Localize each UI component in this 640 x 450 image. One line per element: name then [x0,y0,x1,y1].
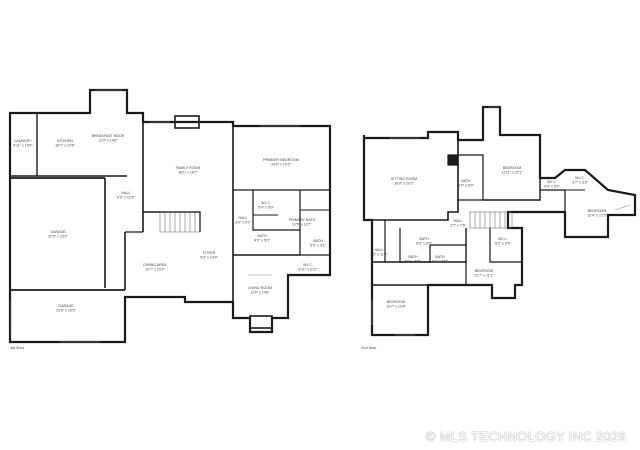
first-floor-plan [8,88,332,344]
room-name-bed4: BEDROOM [387,300,406,304]
room-name-bed1: BEDROOM [503,166,522,170]
room-dims-wic5: 6'2" x 3'9" [495,242,511,246]
room-dims-bath3: 6'0" x 8'0" [458,184,474,188]
room-dims-bath5: 5'1" x 5'8" [405,260,421,264]
room-name-sitting: SITTING ROOM [391,177,417,181]
room-dims-hall2: 3'6" x 9'2" [235,221,251,225]
room-name-primary-bath: PRIMARY BATH [289,218,316,222]
room-name-wic3: W.I.C. [547,180,557,184]
room-dims-garage2: 23'8" x 10'5" [56,309,76,313]
room-dims-bed3: 12'7" x 11'1" [474,274,494,278]
room-name-bath5: BATH [408,255,418,259]
first-floor-label: 1st floor [10,345,25,350]
room-dims-bed2: 12'4" x 12'6" [587,214,607,218]
room-name-bath1: BATH [257,234,267,238]
room-name-bath2: BATH [313,239,323,243]
room-name-bath6: BATH [435,255,445,259]
room-name-bed3: BEDROOM [475,269,494,273]
second-floor-label: 2nd floor [361,345,377,350]
room-dims-breakfast: 11'3" x 14'6" [98,139,118,143]
room-dims-bath2: 5'0" x 3'1" [310,244,326,248]
room-name-hall1: HALL [122,191,131,195]
room-dims-bath6: 5'2" x 5'0" [432,260,448,264]
room-name-wic4: W.I.C. [575,176,585,180]
room-name-hall2: HALL [239,216,248,220]
room-dims-primary-bath: 11'5" x 13'7" [292,223,312,227]
room-dims-hall4: 2'2" x 7'5" [450,224,466,228]
room-name-bath4: BATH [419,237,429,241]
room-name-dining: DINING AREA [143,263,167,267]
room-dims-living: 11'6" x 14'8" [250,291,270,295]
room-dims-wic4: 3'7" x 3'3" [572,181,588,185]
room-dims-wic2: 6'11" x 5'11" [298,268,318,272]
second-floor-plan [362,105,637,337]
room-name-foyer: FOYER [203,251,216,255]
room-dims-bath1: 4'0" x 5'0" [254,239,270,243]
room-name-primary-bed: PRIMARY BEDROOM [263,158,299,162]
room-name-garage1: GARAGE [50,230,66,234]
room-name-hall3: HALL [375,248,384,252]
room-dims-bath4: 6'3" x 5'0" [416,242,432,246]
room-name-family: FAMILY ROOM [176,166,201,170]
room-dims-sitting: 16'8" x 20'2" [394,182,414,186]
room-dims-family: 18'1" x 18'7" [178,171,198,175]
watermark: © MLS TECHNOLOGY INC 2026 [425,429,626,444]
room-dims-dining: 12'7" x 15'3" [145,268,165,272]
room-name-hall4: HALL [454,219,463,223]
room-dims-foyer: 9'3" x 14'9" [200,256,218,260]
room-dims-laundry: 5'11" x 10'0" [13,144,33,148]
room-name-breakfast: BREAKFAST NOOK [92,134,125,138]
room-name-bath3: BATH [461,179,471,183]
room-name-bed2: BEDROOM [588,209,607,213]
room-name-garage2: GARAGE [58,304,74,308]
room-name-laundry: LAUNDRY [14,139,32,143]
room-name-kitchen: KITCHEN [57,139,73,143]
room-dims-hall3: 3'5" x 11'0" [370,253,388,257]
room-name-living: LIVING ROOM [248,286,272,290]
room-name-wic1: W.I.C. [261,201,271,205]
room-dims-garage1: 22'0" x 23'2" [48,235,68,239]
room-dims-wic3: 4'4" x 5'5" [544,185,560,189]
room-dims-hall1: 6'9" x 12'6" [117,196,135,200]
room-name-wic2: W.I.C. [303,263,313,267]
room-dims-bed1: 11'11" x 22'1" [501,171,523,175]
room-name-wic5: W.I.C. [498,237,508,241]
room-dims-primary-bed: 20'6" x 15'2" [271,163,291,167]
room-dims-kitchen: 16'7" x 13'5" [55,144,75,148]
room-dims-wic1: 5'4" x 5'0" [258,206,274,210]
room-dims-bed4: 13'7" x 13'4" [386,305,406,309]
